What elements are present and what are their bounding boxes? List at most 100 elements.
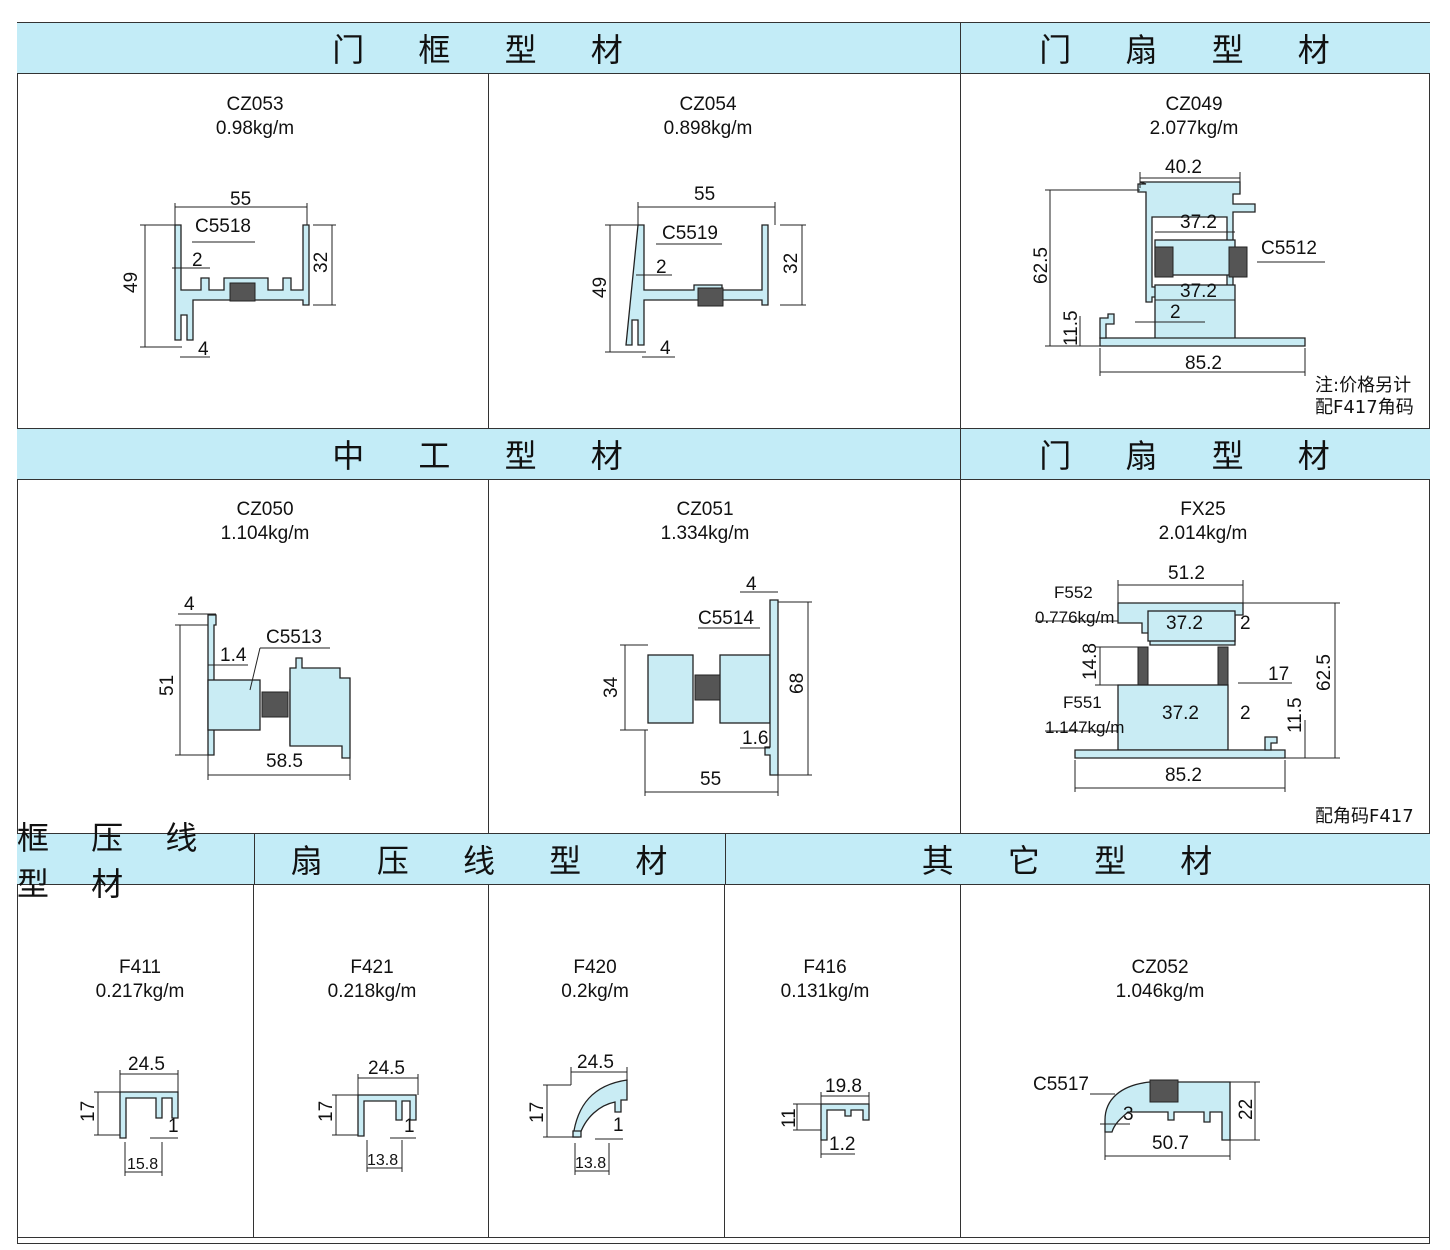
gasket bbox=[1149, 1079, 1179, 1103]
profile-hook bbox=[1264, 736, 1278, 751]
gasket bbox=[1154, 246, 1174, 278]
divider bbox=[960, 74, 961, 428]
cz052-drawing: C5517 3 50.7 22 bbox=[1033, 1074, 1260, 1160]
part-label: C5513 bbox=[266, 627, 322, 648]
profile-weight: 0.98kg/m bbox=[215, 118, 295, 139]
divider bbox=[488, 480, 489, 833]
cz050-drawing: 4 1.4 C5513 51 58.5 bbox=[157, 594, 351, 780]
dim-bottom: 4 bbox=[660, 338, 671, 359]
profile-weight: 0.2kg/m bbox=[561, 981, 629, 1002]
profile-code: FX25 bbox=[1180, 499, 1226, 520]
dim-h1: 14.8 bbox=[1080, 643, 1101, 680]
profile-weight: 2.077kg/m bbox=[1149, 118, 1239, 139]
header-door-sash-2: 门 扇 型 材 bbox=[960, 428, 1430, 480]
profile-weight: 2.014kg/m bbox=[1158, 523, 1248, 544]
cz049-drawing: 40.2 37.2 37.2 2 C5512 62.5 11.5 85.2 bbox=[1031, 157, 1325, 376]
f411-drawing: 24.5 17 1 15.8 bbox=[78, 1054, 179, 1176]
dim-inner-a: 37.2 bbox=[1180, 212, 1217, 233]
profile-shape bbox=[820, 1103, 870, 1141]
dim-step: 11.5 bbox=[1061, 310, 1082, 346]
header-sash-bead: 扇 压 线 型 材 bbox=[254, 833, 725, 885]
profile-weight: 0.131kg/m bbox=[780, 981, 870, 1002]
cz054-caption: CZ054 0.898kg/m bbox=[608, 93, 808, 141]
cz052-caption: CZ052 1.046kg/m bbox=[1060, 956, 1260, 1004]
note-line: 注:价格另计 bbox=[1315, 375, 1412, 396]
part-weight: 0.776kg/m bbox=[1035, 608, 1114, 627]
part-label: F552 bbox=[1054, 583, 1093, 602]
dim-h2: 11.5 bbox=[1285, 697, 1306, 733]
chamber bbox=[1147, 610, 1236, 642]
dim-height: 17 bbox=[316, 1101, 337, 1122]
profile-shape bbox=[572, 1079, 628, 1138]
cz053-drawing: 55 C5518 2 49 32 4 bbox=[121, 189, 336, 360]
dim-bottom: 4 bbox=[198, 339, 209, 360]
dim-t1: 2 bbox=[1240, 613, 1251, 634]
dim-s: 17 bbox=[1268, 664, 1289, 685]
chamber bbox=[719, 654, 771, 724]
bottom-rule bbox=[17, 1237, 1430, 1238]
header-door-frame: 门 框 型 材 bbox=[17, 22, 960, 74]
dim-inner-a: 37.2 bbox=[1166, 613, 1203, 634]
profile-base bbox=[1099, 337, 1306, 347]
dim-thickness: 2 bbox=[192, 250, 203, 271]
divider bbox=[488, 885, 489, 1237]
profile-weight: 1.046kg/m bbox=[1115, 981, 1205, 1002]
profile-code: F420 bbox=[573, 957, 617, 978]
header-mullion: 中 工 型 材 bbox=[17, 428, 960, 480]
profile-code: F416 bbox=[803, 957, 847, 978]
inner-chamber bbox=[1154, 284, 1236, 341]
profile-code: CZ053 bbox=[226, 94, 284, 115]
f411-caption: F411 0.217kg/m bbox=[40, 956, 240, 1004]
profile-code: CZ054 bbox=[679, 94, 737, 115]
profile-shape bbox=[572, 1130, 582, 1138]
dim-top-width: 40.2 bbox=[1165, 157, 1202, 178]
dim-a: 4 bbox=[184, 594, 195, 615]
gasket bbox=[229, 282, 256, 302]
dim-width: 55 bbox=[700, 769, 721, 790]
dim-thickness: 2 bbox=[1170, 302, 1181, 323]
profile-shape bbox=[764, 599, 779, 776]
dim-top-width: 51.2 bbox=[1168, 563, 1205, 584]
dim-height: 62.5 bbox=[1314, 654, 1335, 691]
dim-thickness: 1.2 bbox=[829, 1134, 855, 1155]
dim-width: 24.5 bbox=[128, 1054, 165, 1075]
part-label-2: F551 bbox=[1063, 693, 1102, 712]
cz049-note: 注:价格另计 配F417角码 bbox=[1315, 375, 1430, 419]
dim-width: 50.7 bbox=[1152, 1133, 1189, 1154]
dim-height: 22 bbox=[1236, 1099, 1257, 1120]
dim-width: 55 bbox=[694, 184, 715, 205]
cz053-caption: CZ053 0.98kg/m bbox=[155, 93, 355, 141]
profile-shape bbox=[1104, 1081, 1231, 1141]
dim-width: 55 bbox=[230, 189, 251, 210]
dim-h2: 68 bbox=[787, 673, 808, 694]
dim-width: 85.2 bbox=[1165, 765, 1202, 786]
header-door-sash: 门 扇 型 材 bbox=[960, 22, 1430, 74]
cz049-caption: CZ049 2.077kg/m bbox=[1094, 93, 1294, 141]
f420-caption: F420 0.2kg/m bbox=[495, 956, 695, 1004]
dim-right-height: 32 bbox=[311, 252, 332, 273]
dim-thickness: 1 bbox=[404, 1116, 415, 1137]
profile-hook bbox=[1099, 313, 1115, 339]
note-line: 配F417角码 bbox=[1315, 397, 1414, 418]
dim-height: 17 bbox=[527, 1102, 548, 1123]
gasket bbox=[1137, 646, 1149, 686]
profile-base bbox=[1074, 749, 1286, 759]
fx25-caption: FX25 2.014kg/m bbox=[1103, 498, 1303, 546]
cz051-caption: CZ051 1.334kg/m bbox=[605, 498, 805, 546]
profile-weight: 0.898kg/m bbox=[663, 118, 753, 139]
dim-thickness: 2 bbox=[656, 257, 667, 278]
profile-code: CZ050 bbox=[236, 499, 294, 520]
part-label: C5518 bbox=[195, 216, 251, 237]
gasket bbox=[694, 674, 721, 701]
profile-code: CZ051 bbox=[676, 499, 734, 520]
divider bbox=[253, 885, 254, 1237]
profile-code: F411 bbox=[119, 957, 161, 978]
part-label: C5519 bbox=[662, 223, 718, 244]
dim-right-height: 32 bbox=[781, 253, 802, 274]
dim-width: 24.5 bbox=[577, 1052, 614, 1073]
dim-inner-b: 37.2 bbox=[1162, 703, 1199, 724]
divider bbox=[724, 885, 725, 1237]
dim-bottom: 15.8 bbox=[127, 1156, 158, 1173]
dim-height: 49 bbox=[590, 277, 611, 298]
profile-weight: 1.334kg/m bbox=[660, 523, 750, 544]
